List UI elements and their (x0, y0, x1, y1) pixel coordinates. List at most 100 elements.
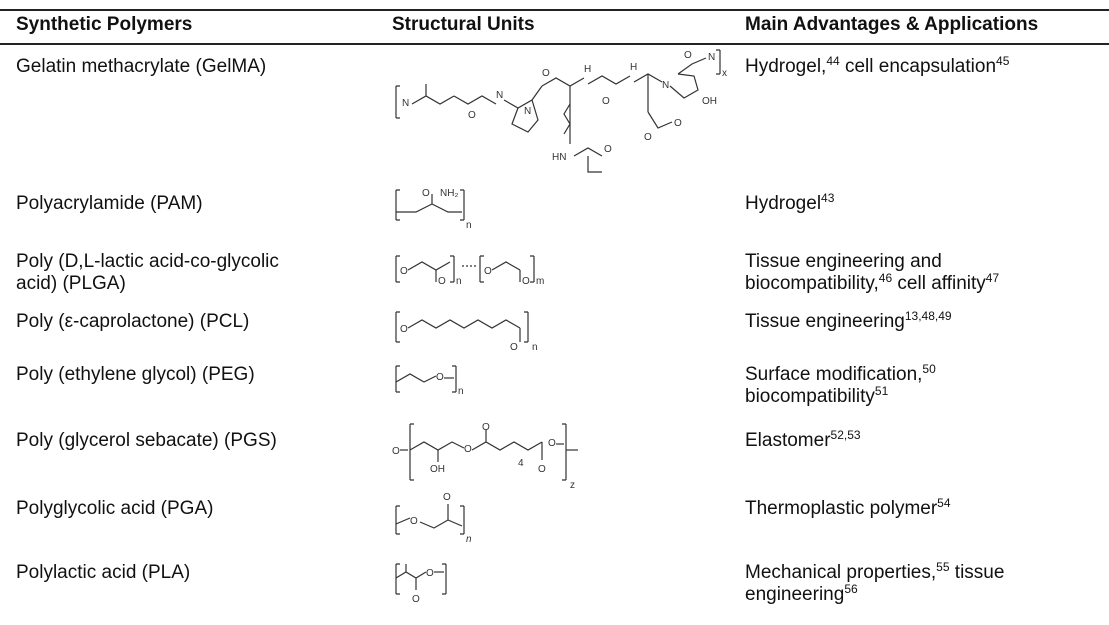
pgs-structure-icon: O OH O O 4 O O z (392, 422, 578, 491)
polymer-name-plga: Poly (D,L-lactic acid-co-glycolic acid) … (16, 251, 279, 295)
applications-pam: Hydrogel43 (745, 191, 835, 215)
peg-structure-icon: O n (395, 365, 464, 397)
svg-text:O: O (436, 372, 444, 383)
applications-pgs: Elastomer52,53 (745, 428, 861, 452)
svg-text:n: n (466, 220, 472, 231)
svg-text:O: O (684, 50, 692, 61)
applications-pla: Mechanical properties,55 tissue engineer… (745, 560, 1005, 606)
citation: 56 (844, 582, 858, 596)
citation: 45 (996, 54, 1010, 68)
citation: 52,53 (830, 428, 861, 442)
pcl-structure-icon: O O n (395, 311, 538, 353)
svg-text:H: H (630, 62, 637, 73)
app-text: Thermoplastic polymer (745, 498, 938, 519)
svg-text:N: N (708, 52, 715, 63)
app-text: Tissue engineering (745, 311, 905, 332)
svg-text:n: n (456, 276, 462, 287)
svg-text:H: H (584, 64, 591, 75)
app-text: Hydrogel, (745, 56, 827, 77)
polymer-name-peg: Poly (ethylene glycol) (PEG) (16, 364, 255, 385)
app-text: Tissue engineering and (745, 251, 942, 272)
app-text: biocompatibility (745, 386, 875, 407)
polymer-name-pla: Polylactic acid (PLA) (16, 562, 191, 583)
applications-gelma: Hydrogel,44 cell encapsulation45 (745, 54, 1010, 78)
svg-text:O: O (538, 464, 546, 475)
polymer-name-pam: Polyacrylamide (PAM) (16, 193, 203, 214)
svg-text:O: O (438, 276, 446, 287)
polymer-name-line: Poly (D,L-lactic acid-co-glycolic (16, 251, 279, 272)
svg-text:O: O (484, 266, 492, 277)
svg-text:O: O (548, 438, 556, 449)
app-text: Surface modification, (745, 364, 923, 385)
pga-structure-icon: O O n (395, 492, 472, 545)
svg-text:n: n (532, 342, 538, 353)
citation: 54 (937, 496, 951, 510)
svg-text:N: N (402, 98, 409, 109)
svg-text:HN: HN (552, 152, 566, 163)
citation: 50 (922, 362, 936, 376)
polymer-name-pcl: Poly (ε-caprolactone) (PCL) (16, 311, 250, 332)
citation: 44 (826, 54, 840, 68)
applications-plga: Tissue engineering and biocompatibility,… (745, 251, 999, 295)
svg-text:OH: OH (430, 464, 445, 475)
svg-text:NH₂: NH₂ (440, 188, 458, 199)
svg-text:O: O (482, 422, 490, 433)
pla-structure-icon: O O (395, 563, 447, 605)
svg-text:n: n (466, 534, 472, 545)
plga-structure-icon: O O n O O m (395, 255, 544, 287)
gelma-structure-icon: N O N N O HN O H O H O O N OH O N x (395, 49, 727, 173)
applications-pga: Thermoplastic polymer54 (745, 496, 951, 520)
table-header-rule (0, 43, 1109, 45)
applications-peg: Surface modification,50 biocompatibility… (745, 362, 936, 408)
citation: 51 (874, 384, 889, 398)
svg-text:x: x (722, 68, 727, 79)
citation: 13,48,49 (904, 309, 952, 323)
svg-text:z: z (570, 480, 575, 491)
svg-text:O: O (400, 324, 408, 335)
svg-text:OH: OH (702, 96, 717, 107)
svg-text:O: O (422, 188, 430, 199)
header-structural-units: Structural Units (392, 14, 535, 35)
svg-text:O: O (426, 568, 434, 579)
app-text: cell encapsulation (839, 56, 997, 77)
svg-text:O: O (412, 594, 420, 605)
svg-text:m: m (536, 276, 544, 287)
app-text: Hydrogel (745, 193, 822, 214)
header-applications: Main Advantages & Applications (745, 14, 1039, 35)
citation: 43 (821, 191, 835, 205)
svg-text:O: O (644, 132, 652, 143)
app-text: cell affinity (892, 273, 986, 294)
svg-text:n: n (458, 386, 464, 397)
applications-pcl: Tissue engineering13,48,49 (745, 309, 952, 333)
svg-text:O: O (464, 444, 472, 455)
polymer-name-line: acid) (PLGA) (16, 273, 126, 294)
app-text: engineering (745, 584, 845, 605)
svg-text:O: O (674, 118, 682, 129)
table-top-rule (0, 9, 1109, 11)
polymer-name-gelma: Gelatin methacrylate (GelMA) (16, 56, 267, 77)
svg-text:O: O (410, 516, 418, 527)
app-text: tissue (949, 562, 1005, 583)
svg-text:O: O (542, 68, 550, 79)
citation: 55 (936, 560, 950, 574)
header-synthetic-polymers: Synthetic Polymers (16, 14, 193, 35)
svg-text:O: O (510, 342, 518, 353)
app-text: biocompatibility, (745, 273, 879, 294)
app-text: Mechanical properties, (745, 562, 937, 583)
svg-text:4: 4 (518, 458, 524, 469)
app-text: Elastomer (745, 430, 831, 451)
pam-structure-icon: O NH₂ n (395, 188, 472, 231)
svg-text:O: O (443, 492, 451, 503)
svg-text:O: O (400, 266, 408, 277)
polymer-name-pgs: Poly (glycerol sebacate) (PGS) (16, 430, 277, 451)
svg-text:N: N (524, 106, 531, 117)
svg-text:O: O (604, 144, 612, 155)
polymer-name-pga: Polyglycolic acid (PGA) (16, 498, 214, 519)
svg-text:O: O (392, 446, 400, 457)
citation: 46 (878, 271, 893, 285)
svg-text:O: O (602, 96, 610, 107)
svg-text:O: O (522, 276, 530, 287)
citation: 47 (985, 271, 1000, 285)
svg-text:O: O (468, 110, 476, 121)
